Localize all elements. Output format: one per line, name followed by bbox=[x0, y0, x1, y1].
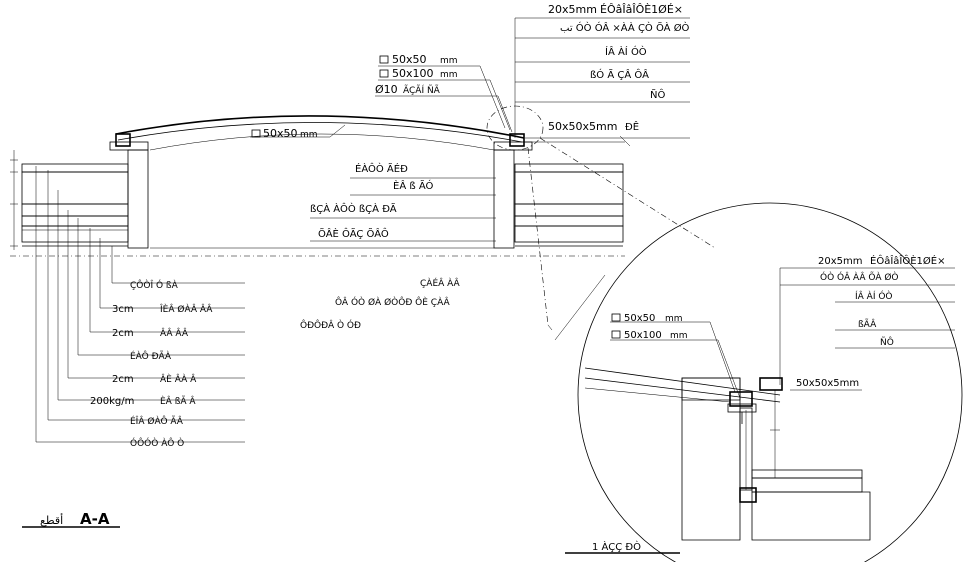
steel-flat-code: ÉÔâÎâÎÔÈ1ØÉ× bbox=[600, 3, 683, 16]
detail-leaders bbox=[610, 267, 955, 399]
center-leaders bbox=[250, 124, 496, 242]
center-note-2: ÈÂ ß ÃÓ bbox=[393, 179, 433, 192]
dome-profile-unit: mm bbox=[300, 130, 318, 140]
detail-note-2: ÓÒ ÓÂ ÀÂ ÕÀ ØÒ bbox=[820, 271, 899, 283]
detail-caption: 1 ÀÇÇ ÐÒ bbox=[592, 540, 641, 553]
top-note-5: ÑÔ bbox=[650, 88, 665, 101]
detail-note-4: ßÃÂ bbox=[858, 318, 877, 330]
profile-1-unit: mm bbox=[440, 56, 458, 66]
profile-2-size: 50x100 bbox=[392, 67, 434, 80]
layer-text: ÉÎÂ ØÀÔ ÃÂ bbox=[130, 415, 184, 427]
layer-leaders bbox=[35, 166, 245, 443]
detail-p2: 50x100 bbox=[624, 330, 662, 341]
top-note-2: تب ÓÒ ÓÂ ×ÀÀ ÇÒ ÕÀ ØÒ bbox=[560, 21, 690, 34]
detail-flat-code: ÉÔâÎâÎÔÈ1ØÉ× bbox=[870, 254, 945, 267]
right-marks bbox=[525, 135, 631, 147]
section-title: A-A bbox=[80, 510, 110, 528]
top-note-4: ßÓ Ã ÇÂ ÔÂ bbox=[590, 68, 649, 81]
dome-profile-size: 50x50 bbox=[263, 127, 298, 140]
detail-p2-unit: mm bbox=[670, 331, 688, 341]
layer-text: ÂÂ ÂÂ bbox=[160, 327, 189, 339]
layer-size: 2cm bbox=[112, 328, 134, 339]
detail-glazing bbox=[584, 367, 783, 478]
layer-size: 200kg/m bbox=[90, 396, 134, 407]
layer-text: ÎÈÂ ØÀÂ ÂÂ bbox=[159, 303, 213, 315]
left-roof-layers bbox=[21, 163, 129, 247]
angle-word: ÐÊ bbox=[625, 120, 639, 133]
layer-text: ÉÀÔ ÐÃÀ bbox=[130, 350, 172, 362]
lower-note-1: ÇÀÉÂ ÀÂ bbox=[420, 277, 461, 289]
top-leaders bbox=[375, 17, 690, 139]
detail-callout bbox=[486, 105, 963, 562]
layer-text: ÈÂ ßÃ Â bbox=[160, 395, 196, 407]
left-dims bbox=[10, 150, 18, 250]
center-note-4: ÕÂÈ ÔÃÇ ÕÂÔ bbox=[318, 227, 389, 240]
section-title-word: أقطع bbox=[40, 513, 63, 527]
detail-profile-box-2-icon bbox=[611, 330, 621, 339]
layer-size: 3cm bbox=[112, 304, 134, 315]
layer-text: ÓÔÓÒ ÀÔ Ò bbox=[130, 437, 184, 449]
top-note-3: ÍÂ ÀÍ ÓÒ bbox=[605, 45, 647, 58]
rod-label: Ø10 bbox=[375, 83, 398, 96]
detail-note-3: ÍÂ ÀÍ ÓÒ bbox=[855, 290, 893, 302]
center-note-3: ßÇÀ ÀÔÒ ßÇÀ ÐÃ bbox=[310, 202, 397, 215]
skylight-dome bbox=[115, 115, 525, 151]
layer-size: 2cm bbox=[112, 374, 134, 385]
detail-p1: 50x50 bbox=[624, 313, 655, 324]
detail-angle: 50x50x5mm bbox=[796, 378, 859, 389]
detail-flat: 20x5mm bbox=[818, 256, 863, 267]
layer-labels: ÇÔÒÎ Ó ßÀ 3cm ÎÈÂ ØÀÂ ÂÂ 2cm ÂÂ ÂÂ ÉÀÔ ÐÃÀ 2cm… bbox=[90, 279, 213, 449]
center-note-1: ÉÀÔÒ ÃÉÐ bbox=[355, 162, 408, 175]
detail-note-5: ÑÔ bbox=[880, 336, 894, 348]
right-roof-layers bbox=[514, 163, 624, 247]
detail-profile-box-1-icon bbox=[611, 313, 621, 322]
steel-flat-label: 20x5mm bbox=[548, 3, 597, 16]
rod-text: ÃÇÃÍ ÑÃ bbox=[403, 84, 441, 96]
detail-wall bbox=[681, 377, 871, 541]
dome-profile-box-icon bbox=[251, 129, 261, 138]
right-curb bbox=[493, 133, 533, 249]
profile-1-size: 50x50 bbox=[392, 53, 427, 66]
detail-p1-unit: mm bbox=[665, 314, 683, 324]
left-curb bbox=[109, 133, 149, 249]
profile-box-2-icon bbox=[379, 69, 389, 78]
lower-note-2: ÔÂ ÓÒ ØÀ ØÒÔÐ ÔÈ ÇÀÂ bbox=[335, 296, 450, 308]
profile-box-1-icon bbox=[379, 55, 389, 64]
angle-label: 50x50x5mm bbox=[548, 120, 617, 133]
profile-2-unit: mm bbox=[440, 70, 458, 80]
layer-text: ÇÔÒÎ Ó ßÀ bbox=[130, 279, 179, 291]
layer-text: ÂÈ ÂÀ Â bbox=[160, 373, 197, 385]
lower-note-3: ÔÐÔÐÂ Ò ÓÐ bbox=[300, 319, 361, 331]
